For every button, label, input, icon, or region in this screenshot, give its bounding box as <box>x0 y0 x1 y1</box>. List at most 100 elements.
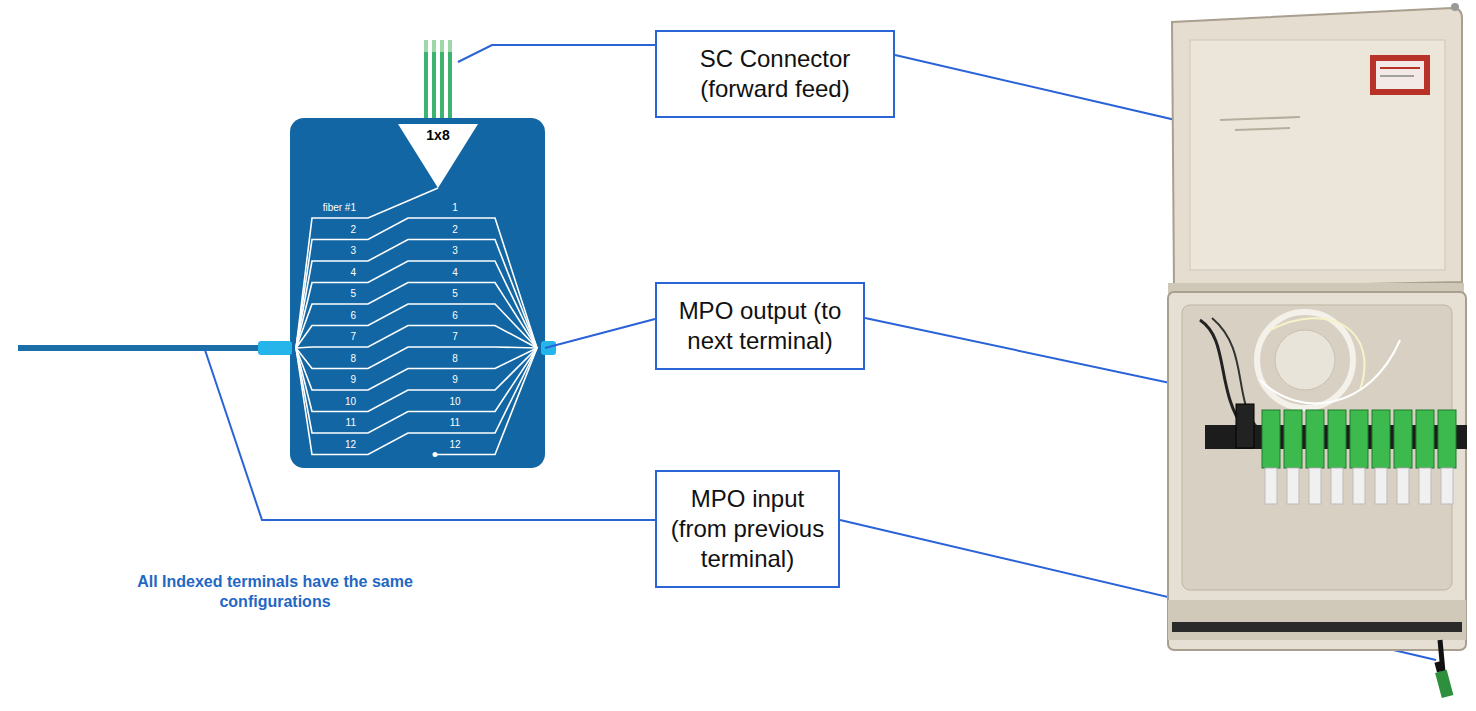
fiber-number: 10 <box>296 396 356 408</box>
sc-fiber <box>424 40 428 124</box>
fiber-number: fiber #1 <box>296 202 356 214</box>
callout-text: MPO output (to next terminal) <box>667 296 853 356</box>
leader-line <box>205 350 655 520</box>
fiber-line <box>296 188 438 348</box>
sticker-mark <box>1380 67 1420 69</box>
cable-grommet-strip <box>1172 622 1462 632</box>
fiber-line <box>296 326 537 349</box>
enclosure-base <box>1168 600 1466 640</box>
fiber-number: 3 <box>440 245 470 257</box>
fiber-number: 8 <box>440 353 470 365</box>
fiber-number: 9 <box>440 374 470 386</box>
fiber-number: 6 <box>296 310 356 322</box>
fiber-number: 4 <box>440 267 470 279</box>
sc-adapter <box>1328 410 1346 468</box>
splitter-shape <box>398 124 478 188</box>
enclosure-lid <box>1172 8 1462 288</box>
fiber-end-dot <box>433 452 438 457</box>
note-text: All Indexed terminals have the same conf… <box>115 572 435 612</box>
sc-adapter <box>1284 410 1302 468</box>
fiber-line <box>296 304 537 348</box>
mpo-adapter <box>1236 404 1254 448</box>
mpo-plug-body <box>1435 670 1453 698</box>
fiber-boot <box>1419 468 1431 504</box>
fiber-number: 8 <box>296 353 356 365</box>
enclosure-body <box>1168 292 1466 650</box>
fiber-number: 2 <box>440 224 470 236</box>
fiber-line <box>296 283 537 349</box>
fiber-boot <box>1441 468 1453 504</box>
fiber-number: 11 <box>440 417 470 429</box>
tray-fiber <box>1260 340 1400 403</box>
fiber-boot <box>1331 468 1343 504</box>
lid-inner-panel <box>1190 40 1445 270</box>
splitter-triangle: 1x8 <box>398 124 478 188</box>
fiber-boot <box>1309 468 1321 504</box>
fiber-spool <box>1257 312 1353 408</box>
mpo-input-connector <box>258 341 292 355</box>
terminal-schematic: 1x8fiber #112233445566778899101011111212 <box>290 118 545 468</box>
sc-fiber <box>448 40 452 124</box>
sc-fiber-tip <box>432 40 436 52</box>
spool-hub <box>1275 330 1335 390</box>
sc-adapter <box>1306 410 1324 468</box>
fiber-number: 7 <box>440 331 470 343</box>
sc-adapter <box>1438 410 1456 468</box>
fiber-number: 5 <box>440 288 470 300</box>
tray-fiber <box>1270 318 1364 390</box>
callout-box: SC Connector (forward feed) <box>655 30 895 118</box>
fiber-number: 4 <box>296 267 356 279</box>
fiber-number: 1 <box>440 202 470 214</box>
sc-adapter <box>1394 410 1412 468</box>
sc-fiber <box>440 40 444 124</box>
fiber-number: 10 <box>440 396 470 408</box>
fiber-line <box>296 240 537 349</box>
leader-connector <box>545 319 655 348</box>
fiber-number: 12 <box>440 439 470 451</box>
fiber-number: 2 <box>296 224 356 236</box>
sc-fiber-tip <box>440 40 444 52</box>
callout-text: MPO input (from previous terminal) <box>667 484 828 574</box>
warning-sticker <box>1370 55 1430 95</box>
fiber-number: 3 <box>296 245 356 257</box>
fiber-line <box>296 218 537 348</box>
sc-fiber-tip <box>448 40 452 52</box>
terminal-enclosure <box>1168 3 1467 698</box>
fiber-line <box>296 261 537 348</box>
sc-fiber <box>432 40 436 124</box>
lid-mark <box>1220 117 1300 120</box>
sticker-field <box>1376 61 1424 89</box>
fiber-boot <box>1375 468 1387 504</box>
sc-adapter <box>1350 410 1368 468</box>
sc-fibers <box>426 40 450 124</box>
sticker-mark <box>1380 75 1414 77</box>
callout-text: SC Connector (forward feed) <box>667 44 883 104</box>
fiber-number: 9 <box>296 374 356 386</box>
sc-fiber-tip <box>424 40 428 52</box>
lid-latch <box>1451 3 1459 11</box>
mpo-plug <box>1433 660 1454 698</box>
sc-adapter <box>1416 410 1434 468</box>
sc-adapters <box>1262 410 1456 504</box>
sc-adapter <box>1372 410 1390 468</box>
callout-box: MPO input (from previous terminal) <box>655 470 840 588</box>
fiber-boot <box>1353 468 1365 504</box>
fiber-boot <box>1265 468 1277 504</box>
callout-box: MPO output (to next terminal) <box>655 282 865 370</box>
fiber-number: 5 <box>296 288 356 300</box>
splitter-ratio: 1x8 <box>398 124 478 143</box>
mpo-plug-boot <box>1434 661 1444 673</box>
terminal-panel <box>290 118 545 468</box>
fiber-number: 11 <box>296 417 356 429</box>
lid-mark <box>1235 128 1290 130</box>
fiber-routing <box>296 188 537 455</box>
fiber-boot <box>1287 468 1299 504</box>
fiber-number: 12 <box>296 439 356 451</box>
mpo-cable <box>18 345 262 351</box>
fiber-number: 7 <box>296 331 356 343</box>
fiber-number: 6 <box>440 310 470 322</box>
sc-adapter <box>1262 410 1280 468</box>
fiber-line <box>296 348 537 455</box>
fiber-line <box>435 348 537 455</box>
